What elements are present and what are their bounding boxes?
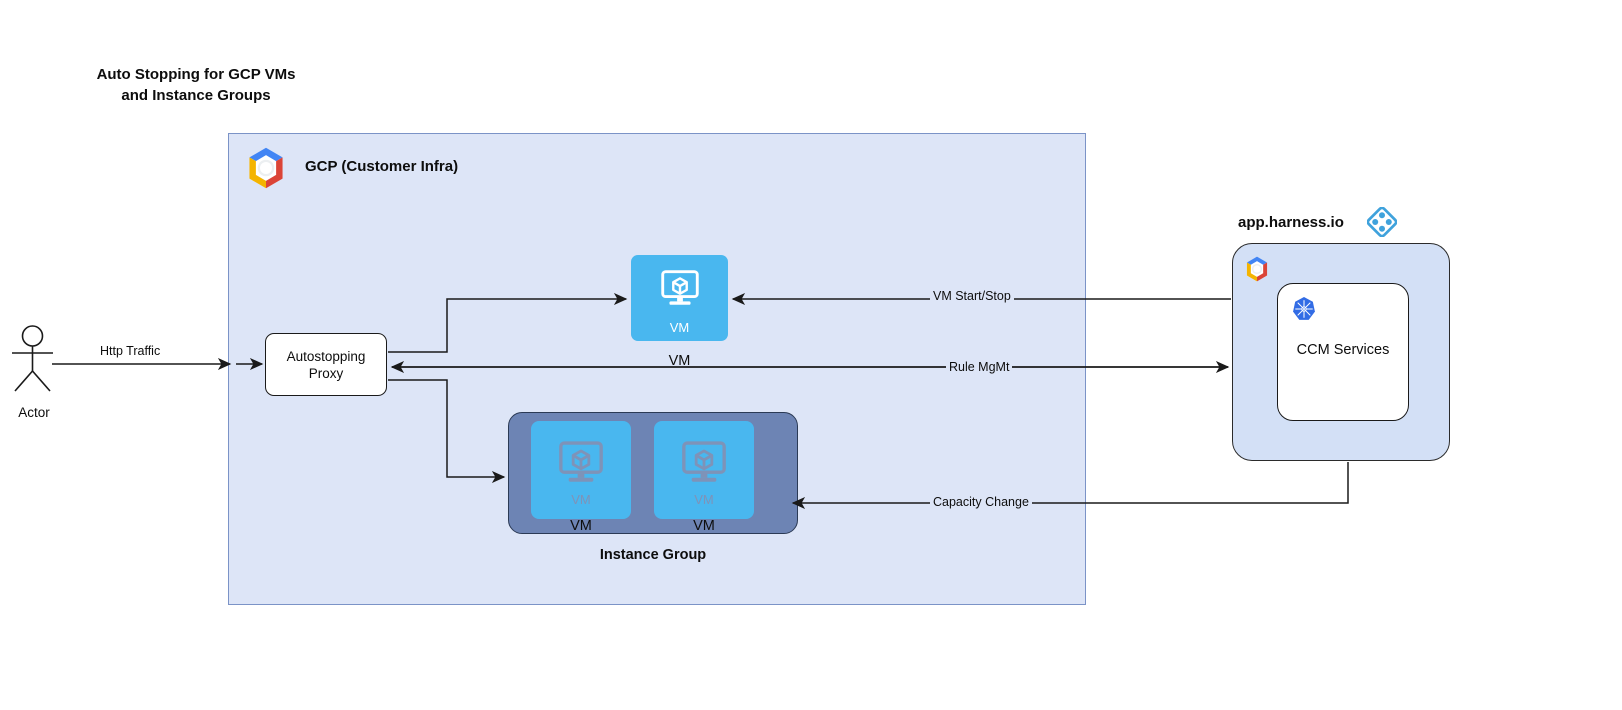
actor-label: Actor	[18, 405, 50, 420]
gcp-container-label: GCP (Customer Infra)	[305, 158, 459, 175]
vm-monitor-cube-icon	[682, 441, 726, 482]
instance-group-vm-caption: VM	[570, 518, 592, 534]
instance-group-vm-caption: VM	[693, 518, 715, 534]
gcp-logo-icon	[1246, 256, 1268, 282]
autostopping-proxy-label: Autostopping Proxy	[286, 348, 366, 381]
diagram-title: Auto Stopping for GCP VMs and Instance G…	[96, 66, 296, 104]
instance-group-caption: Instance Group	[599, 547, 707, 563]
instance-group-vm-node[interactable]	[654, 421, 754, 519]
edge-label-vm-start-stop: VM Start/Stop	[930, 289, 1014, 303]
harness-diamond-icon	[1367, 207, 1397, 237]
harness-title: app.harness.io	[1238, 214, 1344, 231]
ccm-services-label: CCM Services	[1296, 342, 1390, 358]
actor-stick-figure-icon	[12, 325, 53, 392]
vm-monitor-cube-icon	[559, 441, 603, 482]
vm-monitor-cube-icon	[661, 270, 699, 305]
instance-group-vm-inner-label: VM	[694, 492, 714, 507]
vm-node-caption: VM	[668, 353, 691, 369]
instance-group-vm-inner-label: VM	[571, 492, 591, 507]
edge-label-rule-mgmt: Rule MgMt	[946, 360, 1013, 374]
instance-group-vm-node[interactable]	[531, 421, 631, 519]
autostopping-proxy-node[interactable]: Autostopping Proxy	[265, 333, 387, 396]
gcp-logo-icon	[249, 147, 283, 189]
kubernetes-helm-icon	[1293, 297, 1315, 320]
vm-node[interactable]	[631, 255, 728, 341]
edge-label-http-traffic: Http Traffic	[97, 344, 164, 358]
vm-node-inner-label: VM	[669, 320, 690, 335]
edge-label-capacity-change: Capacity Change	[930, 495, 1032, 509]
